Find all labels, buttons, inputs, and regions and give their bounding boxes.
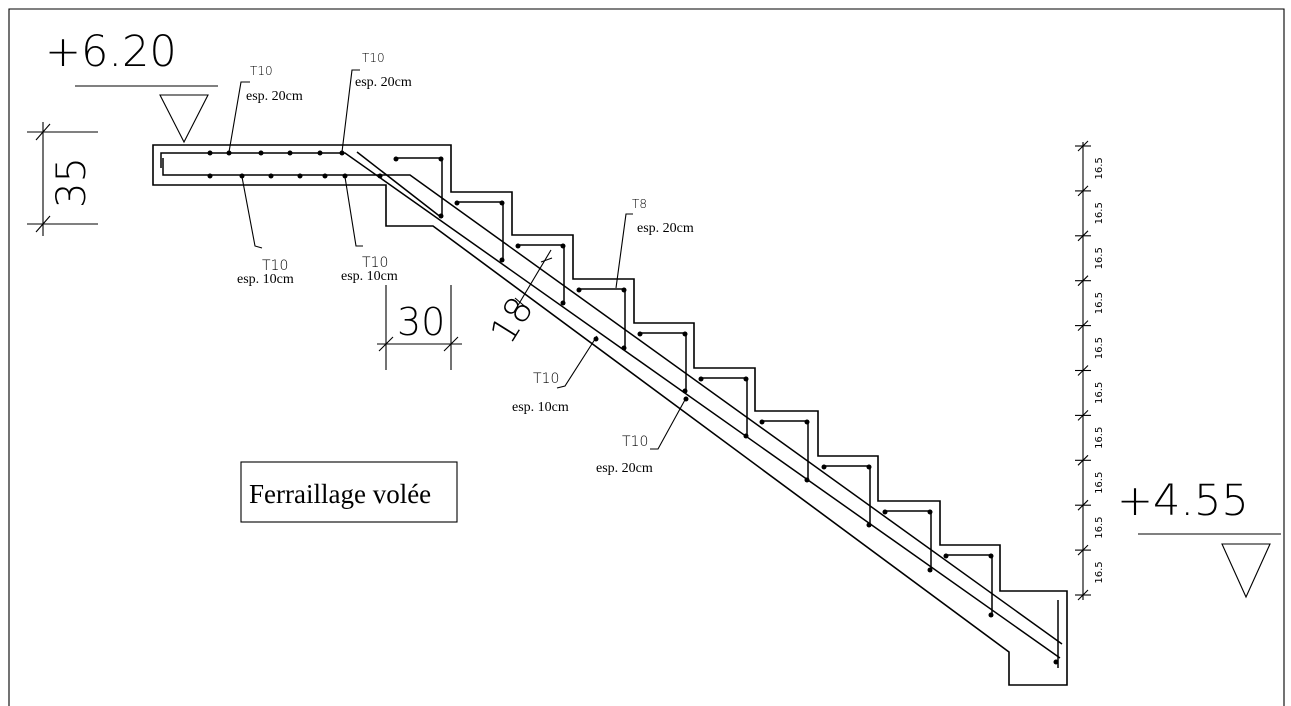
riser-tick-slash (1077, 230, 1089, 242)
riser-height-label: 16.5 (1094, 472, 1105, 494)
drawing-frame (8, 8, 1285, 706)
riser-tick-slash (1077, 410, 1089, 421)
tread-dimension: 30 (377, 285, 462, 370)
riser-tick-slash (1077, 589, 1089, 601)
rebar-annotation-3: T10 esp. 10cm (237, 176, 294, 287)
top-level-triangle (159, 94, 209, 144)
riser-tick-slash (1077, 140, 1089, 152)
rebar-annotation-2: T10 esp. 20cm (341, 51, 412, 153)
svg-text:T10: T10 (250, 64, 273, 78)
bottom-level-label: +4.55 (1117, 476, 1249, 526)
top-level-label: +6.20 (45, 27, 177, 77)
riser-height-label: 16.5 (1094, 382, 1105, 404)
caption-text: Ferraillage volée (249, 479, 431, 509)
svg-text:esp. 20cm: esp. 20cm (246, 89, 303, 104)
riser-height-label: 16.5 (1094, 561, 1105, 583)
svg-text:T8: T8 (632, 197, 647, 211)
riser-height-label: 16.5 (1094, 516, 1105, 538)
tread-label: 30 (397, 300, 445, 344)
riser-height-label: 16.5 (1094, 337, 1105, 359)
riser-height-label: 16.5 (1094, 202, 1105, 224)
step-rebar-dots (393, 156, 1059, 665)
riser-height-label: 16.5 (1094, 427, 1105, 449)
riser-tick-slash (1077, 544, 1089, 556)
caption-box (240, 461, 458, 523)
landing-rebar-dots (207, 150, 383, 179)
riser-tick-slash (1077, 365, 1089, 376)
main-rebars (160, 151, 1063, 668)
riser-tick-slash (1077, 185, 1089, 197)
svg-text:esp. 10cm: esp. 10cm (341, 269, 398, 284)
riser-tick-slash (1077, 499, 1089, 511)
svg-text:esp. 10cm: esp. 10cm (237, 272, 294, 287)
svg-text:esp. 10cm: esp. 10cm (512, 400, 569, 415)
riser-tick-slash (1077, 454, 1089, 466)
svg-text:esp. 20cm: esp. 20cm (596, 461, 653, 476)
rebar-annotation-1: T10 esp. 20cm (228, 64, 303, 153)
svg-text:esp. 20cm: esp. 20cm (355, 75, 412, 90)
svg-text:T10: T10 (362, 51, 385, 65)
riser-height-label: 16.5 (1094, 292, 1105, 314)
rebar-annotation-4: T10 esp. 10cm (341, 176, 398, 284)
slab-thickness-label: 35 (49, 157, 95, 208)
svg-text:T10: T10 (262, 258, 288, 274)
slab-thickness-dimension: 35 (27, 122, 98, 236)
riser-tick-slash (1077, 275, 1089, 287)
svg-text:T10: T10 (362, 255, 388, 271)
svg-text:T10: T10 (533, 371, 559, 387)
riser-dimension-chain: 16.5 16.5 16.5 16.5 16.5 16.5 16.5 16.5 16.5 16.5 (1075, 140, 1105, 601)
stair-outline (152, 144, 1068, 686)
riser-height-label: 16.5 (1094, 157, 1105, 179)
rebar-annotation-5: T8 esp. 20cm (615, 197, 694, 289)
rebar-annotation-7: T10 esp. 20cm (596, 397, 687, 476)
riser-tick-slash (1077, 320, 1089, 331)
riser-height-label: 16.5 (1094, 247, 1105, 269)
svg-text:esp. 20cm: esp. 20cm (637, 221, 694, 236)
bottom-level-triangle (1221, 543, 1271, 599)
rebar-annotation-6: T10 esp. 10cm (512, 335, 598, 415)
svg-text:T10: T10 (622, 434, 648, 450)
waist-dimension: 18 (483, 249, 553, 351)
